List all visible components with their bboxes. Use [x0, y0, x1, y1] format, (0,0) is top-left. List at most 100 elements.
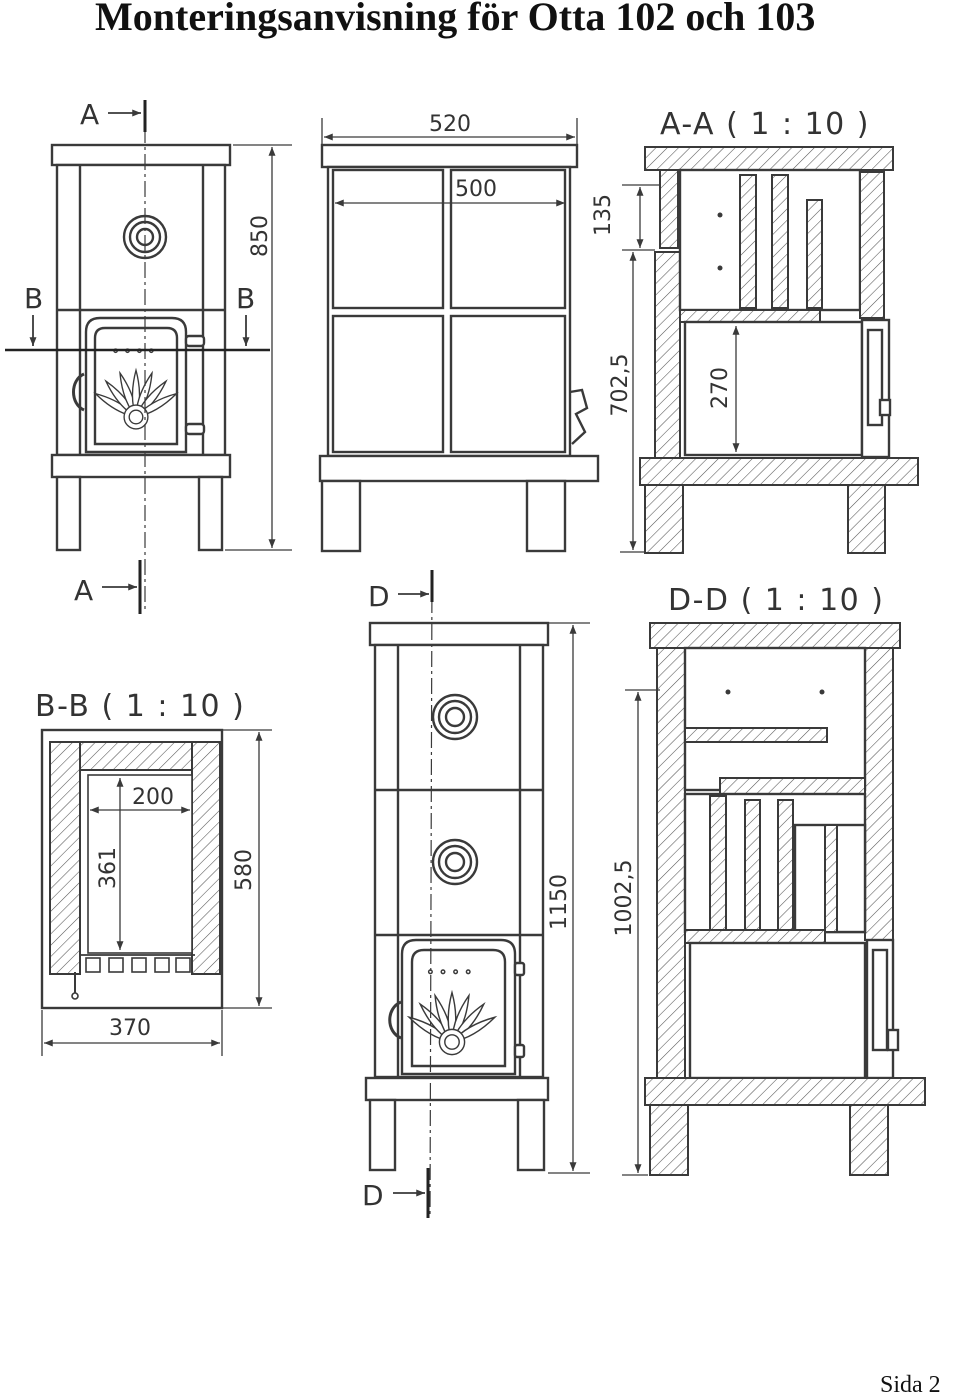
tile-bottom-right: [449, 314, 567, 454]
dimension-outer-depth: 580: [222, 729, 272, 1009]
door-section-inner: [871, 948, 889, 1052]
dimension-label: 850: [248, 215, 273, 257]
tile-bottom-left: [331, 314, 445, 454]
base-plate: [639, 457, 919, 486]
firebox: [87, 774, 193, 954]
section-title: A-A ( 1 : 10 ): [660, 107, 870, 142]
door-hinge-bottom: [184, 422, 206, 436]
dimension-inner-width: 500: [335, 177, 565, 207]
door-hinge-top: [184, 334, 206, 348]
wall-back: [77, 741, 196, 771]
wall-left-upper: [659, 169, 679, 249]
baffle-slab-2: [719, 777, 866, 795]
wall-left: [49, 741, 81, 975]
section-marker-d-bottom: D: [362, 1168, 430, 1218]
section-b-b: B-B ( 1 : 10 ) 200 361 580: [35, 689, 272, 1056]
top-cap: [368, 621, 550, 647]
door-handle: [388, 1000, 402, 1040]
dimension-label: 580: [232, 849, 257, 891]
dimension-label: 270: [708, 367, 733, 409]
baffle-3: [777, 799, 794, 931]
section-marker-a-bottom: A: [74, 560, 142, 614]
top-cap: [644, 146, 894, 171]
wall-left-lower: [654, 251, 681, 459]
section-letter: A: [80, 98, 99, 131]
leg-left: [55, 475, 82, 552]
leg-right: [847, 484, 886, 554]
leg-left: [320, 479, 362, 553]
wall-left: [656, 647, 686, 1079]
firebox-ceiling: [684, 929, 826, 944]
leg-left: [649, 1104, 689, 1176]
section-marker-d-top: D: [368, 570, 434, 613]
damper-knob-upper: [431, 693, 479, 741]
bolt: [717, 265, 723, 271]
dimension-label: 520: [429, 112, 471, 137]
leg-right: [516, 1098, 546, 1172]
dimension-height-102: 850: [225, 144, 292, 551]
section-letter: D: [368, 580, 390, 613]
top-cap: [50, 143, 232, 167]
baffle-1: [739, 174, 757, 309]
bolt: [819, 689, 825, 695]
section-letter: A: [74, 574, 93, 607]
baffle-2: [744, 799, 761, 931]
section-marker-b: B B: [5, 282, 270, 352]
dimension-label: 702,5: [608, 354, 633, 417]
wall-right-upper: [859, 171, 885, 319]
smoke-chamber-upper: [683, 646, 867, 792]
section-marker-a-top: A: [80, 98, 147, 132]
section-d-d: D-D ( 1 : 10 ) 1002,5: [612, 583, 926, 1176]
dimension-height: 1002,5: [612, 689, 660, 1176]
wall-right: [191, 741, 221, 975]
leg-right: [525, 479, 567, 553]
dimension-outer-width: 370: [41, 1010, 223, 1056]
leg-left: [368, 1098, 397, 1172]
dimension-label: 370: [109, 1016, 151, 1041]
tile-top-left: [331, 168, 445, 310]
dimension-label: 361: [96, 847, 121, 889]
baffle-slab-1: [684, 727, 828, 743]
section-letter: B: [24, 282, 43, 315]
damper-knob-lower: [431, 838, 479, 886]
baffle-3: [806, 199, 823, 309]
dimension-label: 200: [132, 785, 174, 810]
page-number: Sida 2: [880, 1372, 941, 1396]
top-cap: [320, 143, 579, 169]
center-line: [429, 569, 433, 1219]
door-handle: [72, 372, 85, 412]
dimension-label: 1150: [547, 874, 572, 930]
firebox-ceiling: [679, 309, 821, 323]
tile-top-right: [449, 168, 567, 310]
door-latch: [878, 398, 892, 417]
dimension-label: 500: [455, 177, 497, 202]
leg-right: [849, 1104, 889, 1176]
base-plate: [364, 1076, 550, 1102]
grate: [85, 957, 191, 973]
section-letter: D: [362, 1179, 384, 1212]
section-title: D-D ( 1 : 10 ): [668, 583, 884, 618]
dimension-height-103: 1150: [547, 622, 590, 1174]
front-view-103: D D 1150: [362, 569, 590, 1219]
door-hinge-bottom: [513, 1043, 526, 1059]
dimension-label: 1002,5: [612, 860, 637, 937]
leg-left: [644, 484, 684, 554]
baffle-1: [709, 795, 727, 931]
dimension-inner-depth: 361: [96, 778, 124, 950]
dimension-height: 702,5: [608, 252, 645, 553]
section-title: B-B ( 1 : 10 ): [35, 689, 245, 724]
side-view: 520 500: [318, 112, 600, 553]
dimension-inner-width: 200: [90, 785, 190, 814]
dimension-label: 135: [591, 194, 616, 236]
bolt: [725, 689, 731, 695]
latch-knob: [71, 992, 79, 1000]
dimension-outer-width: 520: [321, 112, 578, 145]
baffle-2: [771, 174, 789, 309]
baffle-4: [824, 824, 838, 933]
dimension-top: 135: [591, 184, 660, 251]
bolt: [717, 212, 723, 218]
front-view-102: A A B B 850: [5, 98, 292, 614]
section-letter: B: [236, 282, 255, 315]
smoke-chamber: [678, 168, 862, 312]
